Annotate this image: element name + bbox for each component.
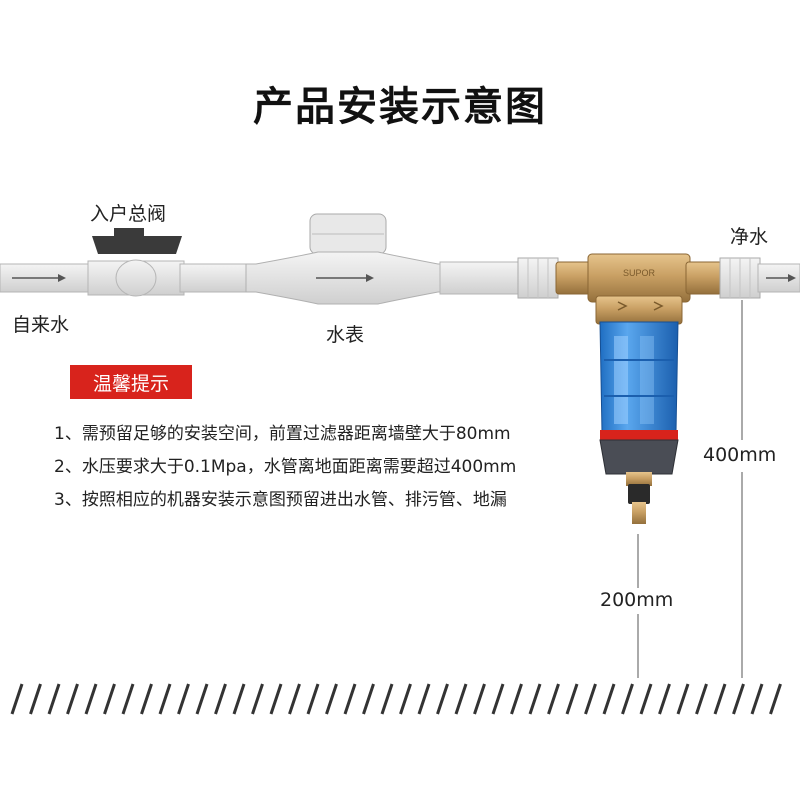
page-title: 产品安装示意图 (253, 84, 547, 130)
ground-hatch-stroke (47, 683, 61, 715)
ground-hatch-stroke (269, 683, 283, 715)
tips-heading-badge: 温馨提示 (70, 365, 192, 399)
outlet-label: 净水 (730, 226, 769, 248)
drain-valve-icon (628, 484, 650, 524)
ground-hatch-stroke (195, 683, 209, 715)
ground-hatch-stroke (10, 683, 24, 715)
tips-list: 1、需预留足够的安装空间，前置过滤器距离墙壁大于80mm 2、水压要求大于0.1… (54, 418, 614, 517)
ground-hatch-stroke (362, 683, 375, 715)
ground-hatch-stroke (769, 683, 782, 715)
ground-hatch-stroke (584, 683, 597, 715)
ground-hatch-stroke (232, 683, 246, 715)
ground-hatch-stroke (602, 683, 616, 715)
ground-hatch-stroke (306, 683, 320, 715)
ground-hatch-stroke (732, 683, 745, 715)
ground-hatch-stroke (325, 683, 338, 715)
height-400mm-label: 400mm (703, 444, 777, 466)
ground-hatch-stroke (454, 683, 468, 715)
tip-item: 3、按照相应的机器安装示意图预留进出水管、排污管、地漏 (54, 490, 507, 510)
height-200mm-label: 200mm (600, 589, 674, 611)
ground-hatch-stroke (177, 683, 190, 715)
ground-hatch-stroke (436, 683, 449, 715)
valve-label: 入户总阀 (90, 203, 167, 225)
ground-hatch-stroke (547, 683, 560, 715)
ground-hatch-stroke (103, 683, 116, 715)
ground-hatch-stroke (158, 683, 172, 715)
ground-hatch-stroke (343, 683, 357, 715)
main-valve-icon (92, 228, 182, 297)
ground-hatch-stroke (676, 683, 690, 715)
filter-housing (599, 321, 679, 486)
ground-hatch-stroke (380, 683, 394, 715)
tip-item: 2、水压要求大于0.1Mpa，水管离地面距离需要超过400mm (54, 457, 517, 477)
ground-hatch-stroke (713, 683, 727, 715)
inlet-label: 自来水 (12, 314, 70, 336)
ground-hatch-stroke (528, 683, 542, 715)
meter-label: 水表 (326, 324, 365, 346)
flow-arrow-icon (12, 274, 66, 282)
tip-item: 1、需预留足够的安装空间，前置过滤器距离墙壁大于80mm (54, 424, 511, 444)
ground-hatch-stroke (658, 683, 671, 715)
ground-hatch-stroke (565, 683, 579, 715)
ground-hatch-stroke (251, 683, 264, 715)
ground-hatch-stroke (621, 683, 634, 715)
ground-hatch-stroke (510, 683, 523, 715)
outlet-pipe (719, 257, 800, 299)
ground-hatch (10, 683, 782, 715)
ground-hatch-stroke (140, 683, 153, 715)
pipe-to-filter (439, 257, 559, 299)
ground-hatch-stroke (399, 683, 412, 715)
ground-hatch-stroke (66, 683, 79, 715)
ground-hatch-stroke (121, 683, 135, 715)
ground-hatch-stroke (473, 683, 486, 715)
ground-hatch-stroke (288, 683, 301, 715)
ground-hatch-stroke (29, 683, 42, 715)
filter-head: SUPOR (555, 253, 723, 325)
water-meter-icon (245, 213, 445, 305)
ground-hatch-stroke (214, 683, 227, 715)
ground-hatch-stroke (695, 683, 708, 715)
ground-hatch-stroke (639, 683, 653, 715)
ground-hatch-stroke (417, 683, 431, 715)
brand-logo: SUPOR (623, 268, 656, 278)
ground-hatch-stroke (491, 683, 505, 715)
ground-hatch-stroke (750, 683, 764, 715)
ground-hatch-stroke (84, 683, 98, 715)
